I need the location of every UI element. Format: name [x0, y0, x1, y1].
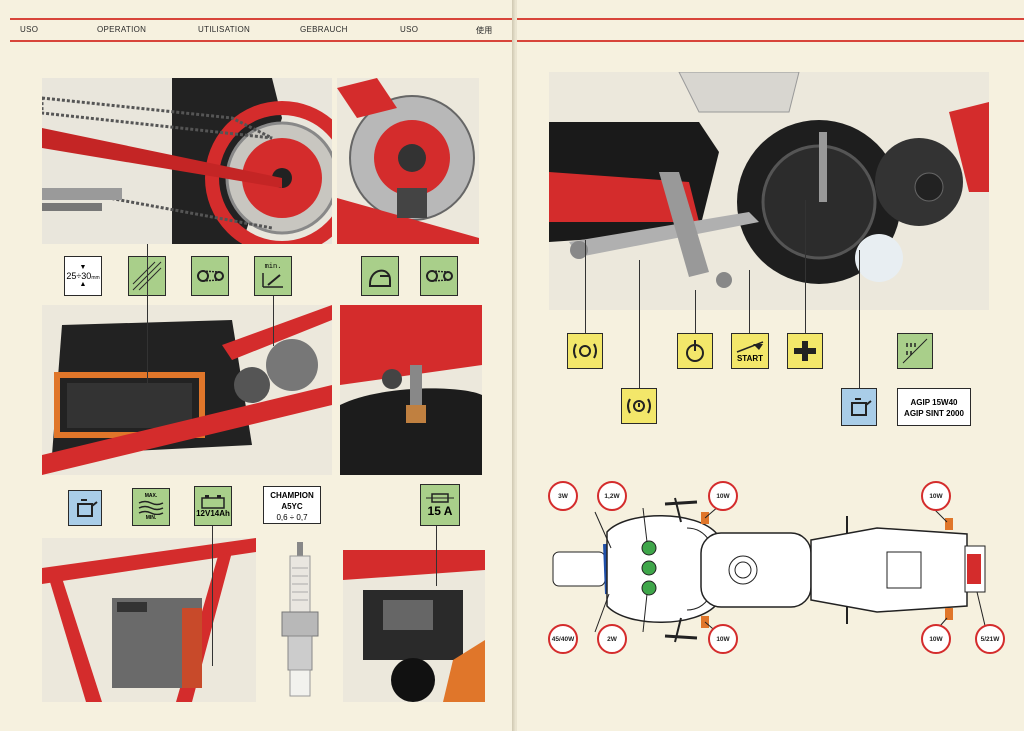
bulb-front-turn-bottom: 10W [708, 624, 738, 654]
chain-tension-unit: mm [91, 275, 100, 281]
spark-plug-model: A5YC [281, 502, 303, 511]
spark-plug-spec: CHAMPION A5YC 0,6 ÷ 0,7 [263, 486, 321, 524]
oil-can-icon [68, 490, 102, 526]
fuse-box-illustration [343, 550, 485, 702]
header-rule [10, 40, 515, 42]
oil-spec-line: AGIP SINT 2000 [904, 409, 964, 418]
brake-warning-icon [621, 388, 657, 424]
leader-line [695, 290, 696, 333]
bulb-rear-turn-top: 10W [921, 481, 951, 511]
fuse-icon: 15 A [420, 484, 460, 526]
helmet-icon [361, 256, 399, 296]
bulb-panel: 1,2W [597, 481, 627, 511]
spark-plug-illustration [268, 540, 332, 700]
battery-compartment-illustration [42, 538, 256, 702]
battery-spec: 12V14Ah [196, 508, 230, 518]
leader-line [585, 240, 586, 333]
left-page: USO OPERATION UTILISATION GEBRAUCH USO 使… [0, 0, 515, 731]
header-rule [517, 40, 1024, 42]
header-label: OPERATION [97, 25, 147, 34]
rear-disc-illustration [337, 78, 479, 244]
oil-specification: AGIP 15W40 AGIP SINT 2000 [897, 388, 971, 426]
oil-can-icon [841, 388, 877, 426]
min-label: min. [264, 263, 282, 271]
leader-line [273, 296, 274, 346]
leader-line [859, 250, 860, 388]
leader-line [436, 526, 437, 586]
right-page: START AGIP 15W40 AGIP SINT 2000 [517, 0, 1024, 731]
level-min-label: MIN. [145, 515, 157, 521]
start-label: START [736, 353, 764, 363]
header-label: GEBRAUCH [300, 25, 348, 34]
spark-plug-brand: CHAMPION [270, 491, 314, 500]
chain-tension-value: 25÷30 [66, 271, 92, 281]
fluid-level-icon: MAX. MIN. [132, 488, 170, 526]
header-label: 使用 [476, 26, 493, 35]
chain-slack-gauge: ▼ 25÷30mm ▲ [64, 256, 102, 296]
chain-icon [191, 256, 229, 296]
oil-spec-line: AGIP 15W40 [910, 398, 958, 407]
lighting-layout-diagram [552, 497, 988, 643]
bulb-rear-turn-bottom: 10W [921, 624, 951, 654]
engine-clutch-illustration [549, 72, 989, 310]
header-rule [10, 18, 515, 20]
ignition-key-illustration [340, 305, 482, 475]
header-label: USO [20, 25, 39, 34]
choke-start-icon: START [731, 333, 769, 369]
bulb-tail: 5/21W [975, 624, 1005, 654]
fuel-cock-icon [677, 333, 713, 369]
fuse-rating: 15 A [427, 504, 453, 518]
level-max-label: MAX. [144, 493, 158, 499]
rear-brake-icon [567, 333, 603, 369]
leader-line [212, 526, 213, 666]
airbox-filter-illustration [42, 305, 332, 475]
battery-icon: 12V14Ah [194, 486, 232, 526]
header-rule [517, 18, 1024, 20]
swingarm-chain-illustration [42, 78, 332, 244]
leader-line [147, 244, 148, 384]
chain-icon [420, 256, 458, 296]
leader-line [805, 200, 806, 333]
spark-plug-gap: 0,6 ÷ 0,7 [276, 513, 308, 522]
bulb-headlight: 45/40W [548, 624, 578, 654]
bulb-front-turn: 3W [548, 481, 578, 511]
clutch-lever-icon [787, 333, 823, 369]
leader-line [639, 260, 640, 388]
header-label: UTILISATION [198, 25, 251, 34]
oil-filter-icon [897, 333, 933, 369]
page-gutter [512, 0, 520, 731]
bulb-warning: 2W [597, 624, 627, 654]
bulb-front-turn-top: 10W [708, 481, 738, 511]
header-label: USO [400, 25, 419, 34]
leader-line [749, 270, 750, 333]
min-level-gauge-icon: min. [254, 256, 292, 296]
